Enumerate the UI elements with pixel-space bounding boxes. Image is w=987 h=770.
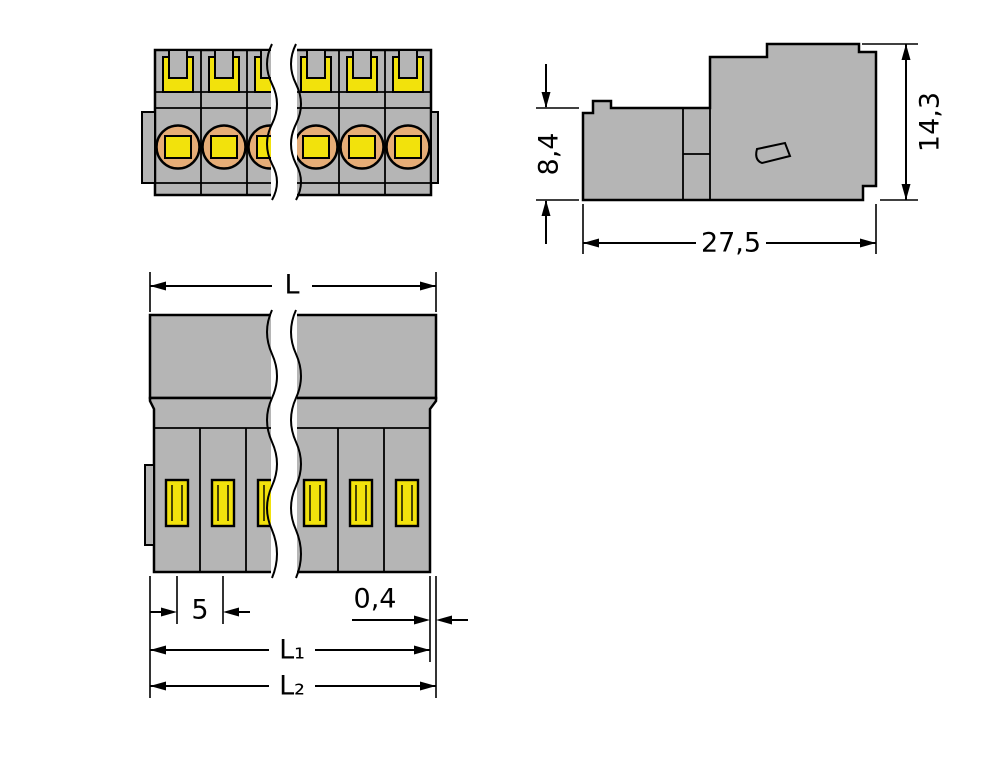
dim-label-L: L [284, 270, 299, 301]
dim-length-l2: L₂ [150, 671, 436, 702]
dim-side-depth: 27,5 [582, 204, 877, 259]
bottom-break-lines [266, 309, 302, 579]
bottom-view: L 5 0,4 L₁ [144, 270, 468, 702]
front-left-flange [141, 111, 156, 184]
front-break-lines [266, 43, 302, 202]
side-internal-lines [682, 108, 711, 200]
dim-side-height-front: 8,4 [534, 64, 579, 244]
dim-end-wall: 0,4 [352, 576, 468, 698]
dim-label-0-4: 0,4 [354, 584, 397, 615]
dim-overall-length: L [149, 270, 437, 312]
dim-label-L1: L₁ [279, 635, 305, 666]
dim-side-height-total: 14,3 [862, 43, 946, 201]
bottom-left-flange [144, 464, 155, 546]
dim-pole-pitch: 5 [150, 576, 250, 626]
dim-label-5: 5 [191, 595, 208, 626]
dim-label-27-5: 27,5 [701, 228, 761, 259]
front-view [141, 43, 439, 202]
side-latch-detail [755, 141, 792, 165]
side-silhouette [581, 42, 878, 202]
dim-label-8-4: 8,4 [534, 133, 565, 176]
dim-length-l1: L₁ [149, 576, 430, 698]
dim-label-14-3: 14,3 [915, 92, 946, 152]
side-view: 8,4 14,3 27,5 [534, 42, 946, 259]
front-right-flange [430, 111, 439, 184]
dim-label-L2: L₂ [279, 671, 305, 702]
